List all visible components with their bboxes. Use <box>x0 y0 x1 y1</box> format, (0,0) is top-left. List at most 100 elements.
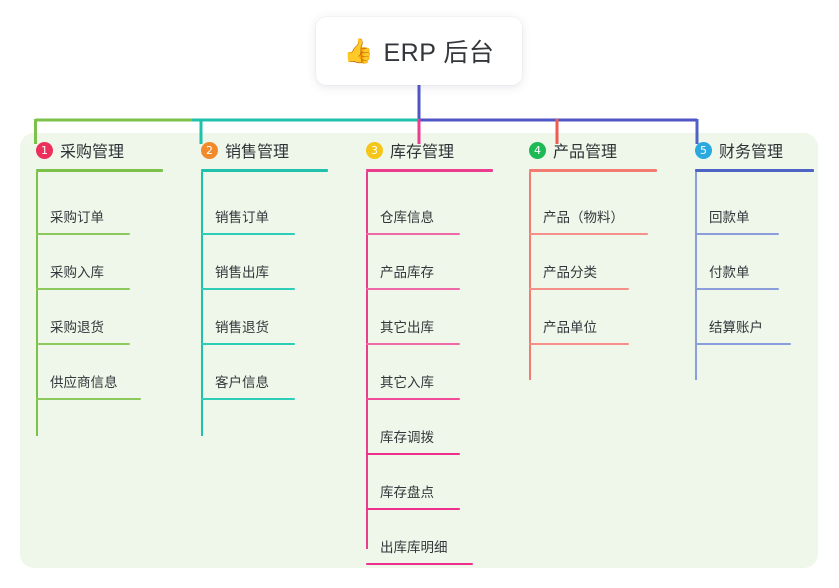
leaf-rule <box>366 398 460 400</box>
leaf-rule <box>366 563 473 565</box>
leaf-label: 产品库存 <box>380 265 434 280</box>
leaf-rule <box>695 288 779 290</box>
leaf-label: 销售订单 <box>215 210 269 225</box>
leaf-label: 库存调拨 <box>380 430 434 445</box>
leaf-label: 产品（物料） <box>543 210 624 225</box>
column-header-purchasing[interactable]: 1 采购管理 <box>20 133 180 167</box>
column-header-finance[interactable]: 5 财务管理 <box>679 133 809 167</box>
leaf-rule <box>36 288 130 290</box>
column-container: 1 采购管理 采购订单 采购入库 采购退货 供应商信息 <box>20 133 818 568</box>
list-item[interactable]: 库存调拨 <box>350 400 515 455</box>
list-item[interactable]: 供应商信息 <box>20 345 180 400</box>
column-badge-5: 5 <box>695 141 712 159</box>
diagram-panel <box>20 133 818 568</box>
leaf-label: 采购订单 <box>50 210 104 225</box>
leaf-label: 库存盘点 <box>380 485 434 500</box>
list-item[interactable]: 产品（物料） <box>513 180 683 235</box>
leaf-rule <box>201 233 295 235</box>
column-badge-4: 4 <box>529 141 546 159</box>
leaf-label: 产品单位 <box>543 320 597 335</box>
leaf-label: 其它入库 <box>380 375 434 390</box>
list-item[interactable]: 采购入库 <box>20 235 180 290</box>
column-header-inventory[interactable]: 3 库存管理 <box>350 133 515 167</box>
leaf-rule <box>36 233 130 235</box>
leaf-rule <box>201 288 295 290</box>
list-item[interactable]: 产品分类 <box>513 235 683 290</box>
column-finance: 5 财务管理 回款单 付款单 结算账户 <box>679 133 814 380</box>
list-item[interactable]: 采购退货 <box>20 290 180 345</box>
leaf-label: 销售出库 <box>215 265 269 280</box>
leaf-label: 出库库明细 <box>380 540 448 555</box>
leaf-rule <box>366 233 460 235</box>
leaf-label: 付款单 <box>709 265 750 280</box>
column-title-finance: 财务管理 <box>719 144 784 161</box>
root-node-title: ERP 后台 <box>383 39 495 67</box>
leaf-rule <box>36 343 130 345</box>
leaf-label: 仓库信息 <box>380 210 434 225</box>
leaf-label: 采购入库 <box>50 265 104 280</box>
leaf-label: 供应商信息 <box>50 375 118 390</box>
column-spine-product <box>529 172 531 380</box>
list-item[interactable]: 产品库存 <box>350 235 515 290</box>
list-item[interactable]: 库存盘点 <box>350 455 515 510</box>
list-item[interactable]: 采购订单 <box>20 180 180 235</box>
leaf-label: 客户信息 <box>215 375 269 390</box>
leaf-list-purchasing: 采购订单 采购入库 采购退货 供应商信息 <box>20 172 180 400</box>
list-item[interactable]: 客户信息 <box>185 345 345 400</box>
leaf-rule <box>529 288 629 290</box>
leaf-label: 产品分类 <box>543 265 597 280</box>
column-badge-1: 1 <box>36 141 53 159</box>
list-item[interactable]: 结算账户 <box>679 290 809 345</box>
list-item[interactable]: 销售退货 <box>185 290 345 345</box>
column-spine-sales <box>201 172 203 436</box>
column-rule-purchasing <box>36 169 163 172</box>
list-item[interactable]: 其它入库 <box>350 345 515 400</box>
column-rule-product <box>529 169 657 172</box>
column-rule-finance <box>695 169 814 172</box>
column-spine-purchasing <box>36 172 38 436</box>
leaf-label: 回款单 <box>709 210 750 225</box>
leaf-label: 结算账户 <box>709 320 763 335</box>
column-title-sales: 销售管理 <box>225 144 290 161</box>
leaf-label: 其它出库 <box>380 320 434 335</box>
leaf-rule <box>695 233 779 235</box>
leaf-rule <box>366 288 460 290</box>
leaf-rule <box>529 233 648 235</box>
leaf-label: 销售退货 <box>215 320 269 335</box>
leaf-rule <box>366 508 460 510</box>
leaf-rule <box>529 343 629 345</box>
column-rule-sales <box>201 169 328 172</box>
list-item[interactable]: 仓库信息 <box>350 180 515 235</box>
column-title-inventory: 库存管理 <box>390 144 455 161</box>
column-badge-2: 2 <box>201 141 218 159</box>
leaf-list-finance: 回款单 付款单 结算账户 <box>679 172 809 345</box>
column-title-product: 产品管理 <box>553 144 618 161</box>
list-item[interactable]: 销售出库 <box>185 235 345 290</box>
list-item[interactable]: 回款单 <box>679 180 809 235</box>
leaf-rule <box>366 453 460 455</box>
root-node-card[interactable]: 👍 ERP 后台 <box>316 17 522 85</box>
leaf-list-product: 产品（物料） 产品分类 产品单位 <box>513 172 683 345</box>
list-item[interactable]: 销售订单 <box>185 180 345 235</box>
leaf-list-inventory: 仓库信息 产品库存 其它出库 其它入库 库存调拨 <box>350 172 515 565</box>
list-item[interactable]: 其它出库 <box>350 290 515 345</box>
leaf-rule <box>695 343 791 345</box>
column-spine-inventory <box>366 172 368 549</box>
column-badge-3: 3 <box>366 141 383 159</box>
column-purchasing: 1 采购管理 采购订单 采购入库 采购退货 供应商信息 <box>20 133 180 436</box>
leaf-rule <box>366 343 460 345</box>
leaf-rule <box>201 398 295 400</box>
column-header-sales[interactable]: 2 销售管理 <box>185 133 345 167</box>
list-item[interactable]: 产品单位 <box>513 290 683 345</box>
thumbs-up-icon: 👍 <box>343 37 374 65</box>
leaf-list-sales: 销售订单 销售出库 销售退货 客户信息 <box>185 172 345 400</box>
column-spine-finance <box>695 172 697 380</box>
list-item[interactable]: 付款单 <box>679 235 809 290</box>
column-rule-inventory <box>366 169 493 172</box>
column-title-purchasing: 采购管理 <box>60 144 125 161</box>
leaf-rule <box>36 398 141 400</box>
column-header-product[interactable]: 4 产品管理 <box>513 133 683 167</box>
column-sales: 2 销售管理 销售订单 销售出库 销售退货 客户信息 <box>185 133 345 436</box>
list-item[interactable]: 出库库明细 <box>350 510 515 565</box>
